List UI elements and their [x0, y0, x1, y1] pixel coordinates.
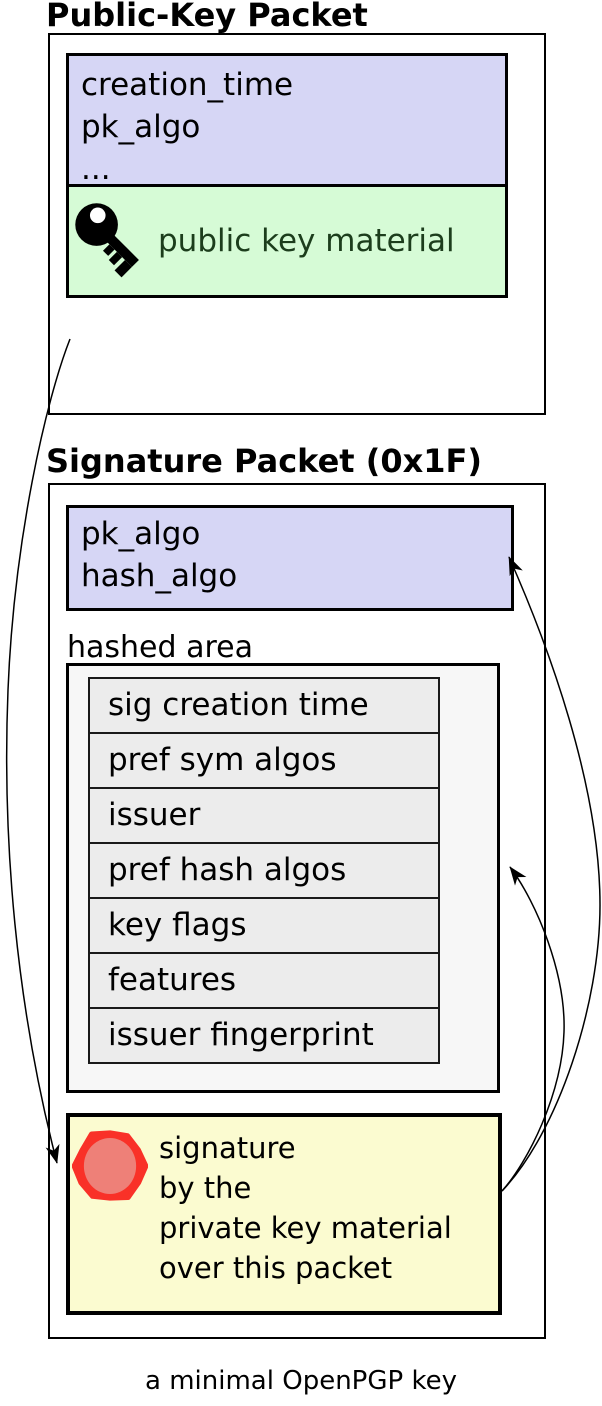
subpacket-list: sig creation time pref sym algos issuer …: [88, 677, 440, 1064]
public-key-packet-title: Public-Key Packet: [46, 0, 368, 34]
signature-line: over this packet: [159, 1251, 393, 1285]
subpacket-row: issuer fingerprint: [88, 1007, 440, 1064]
signature-line: private key material: [159, 1211, 452, 1245]
field-pk-algo: pk_algo: [81, 109, 201, 145]
field-creation-time: creation_time: [81, 67, 294, 103]
signature-line: by the: [159, 1171, 252, 1205]
subpacket-row: pref sym algos: [88, 732, 440, 789]
key-icon: [75, 203, 139, 278]
public-key-material-section: public key material: [69, 187, 505, 295]
seal-icon: [72, 1130, 148, 1201]
public-key-packet-contents: creation_time pk_algo ... public key mat…: [66, 53, 508, 298]
diagram-caption: a minimal OpenPGP key: [145, 1366, 457, 1396]
public-key-material-label: public key material: [158, 223, 455, 259]
field-hash-algo: hash_algo: [81, 558, 238, 594]
signature-text: signature by the private key material ov…: [159, 1128, 452, 1288]
subpacket-row: pref hash algos: [88, 842, 440, 899]
subpacket-row: key flags: [88, 897, 440, 954]
subpacket-row: issuer: [88, 787, 440, 844]
signature-packet-title: Signature Packet (0x1F): [46, 442, 482, 480]
field-sig-pk-algo: pk_algo: [81, 516, 201, 552]
field-ellipsis: ...: [81, 151, 111, 187]
public-key-header-fields: creation_time pk_algo ...: [69, 56, 505, 187]
signature-line: signature: [159, 1131, 296, 1165]
subpacket-row: features: [88, 952, 440, 1009]
signature-header-fields: pk_algo hash_algo: [66, 505, 514, 611]
hashed-area-label: hashed area: [67, 630, 253, 665]
subpacket-row: sig creation time: [88, 677, 440, 734]
